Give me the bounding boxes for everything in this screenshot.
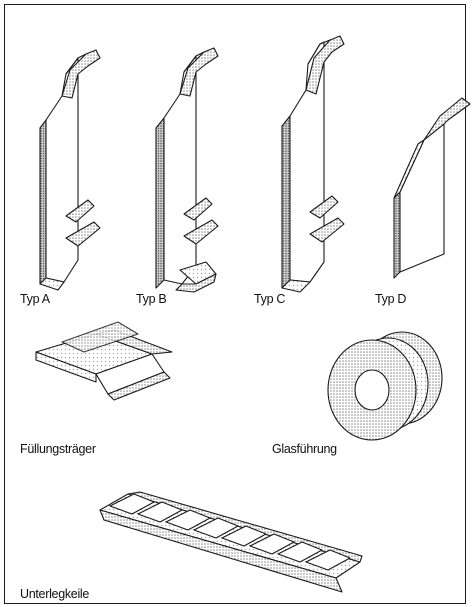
typ-d-illustration: [393, 97, 471, 279]
label-glasfuehrung: Glasführung: [272, 442, 337, 456]
label-unterlegkeile: Unterlegkeile: [20, 587, 90, 601]
label-typ-a: Typ A: [20, 292, 50, 306]
fuellungstraeger-illustration: [35, 321, 173, 401]
typ-b-illustration: [155, 47, 219, 293]
label-fuellungstraeger: Füllungsträger: [20, 442, 96, 456]
label-typ-c: Typ C: [254, 292, 286, 306]
typ-c-illustration: [281, 35, 345, 293]
glasfuehrung-illustration: [327, 331, 443, 441]
unterlegkeile-illustration: [99, 491, 363, 593]
label-typ-b: Typ B: [136, 292, 167, 306]
typ-a-illustration: [39, 49, 101, 291]
label-typ-d: Typ D: [375, 292, 407, 306]
frame-border: [4, 4, 466, 604]
